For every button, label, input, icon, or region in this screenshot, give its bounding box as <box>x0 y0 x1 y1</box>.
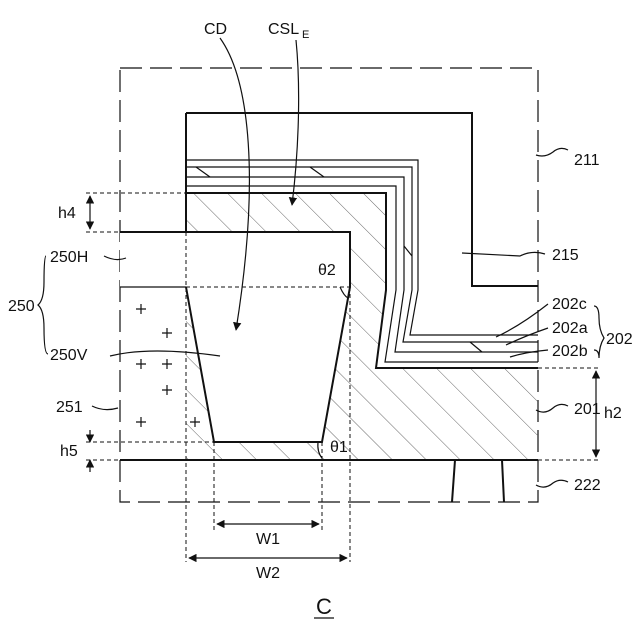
figure-caption: C <box>316 594 332 619</box>
label-w1: W1 <box>256 531 280 548</box>
label-202a: 202a <box>552 320 588 337</box>
label-222: 222 <box>574 477 601 494</box>
base-222 <box>120 460 538 502</box>
label-201: 201 <box>574 401 601 418</box>
label-h4: h4 <box>58 205 76 222</box>
label-h5: h5 <box>60 443 78 460</box>
label-202b: 202b <box>552 343 588 360</box>
region-201 <box>120 193 538 460</box>
label-251: 251 <box>56 399 83 416</box>
label-csl: CSL <box>268 21 299 38</box>
label-250h: 250H <box>50 249 88 266</box>
label-w2: W2 <box>256 565 280 582</box>
label-202: 202 <box>606 331 633 348</box>
label-250: 250 <box>8 298 35 315</box>
label-theta1: θ1 <box>330 439 348 456</box>
label-csl-subscript: E <box>302 29 309 41</box>
label-211: 211 <box>574 152 600 169</box>
label-cd: CD <box>204 21 227 38</box>
label-215: 215 <box>552 247 579 264</box>
label-h2: h2 <box>604 405 622 422</box>
label-202c: 202c <box>552 296 587 313</box>
label-250v: 250V <box>50 347 88 364</box>
label-theta2: θ2 <box>318 262 336 279</box>
